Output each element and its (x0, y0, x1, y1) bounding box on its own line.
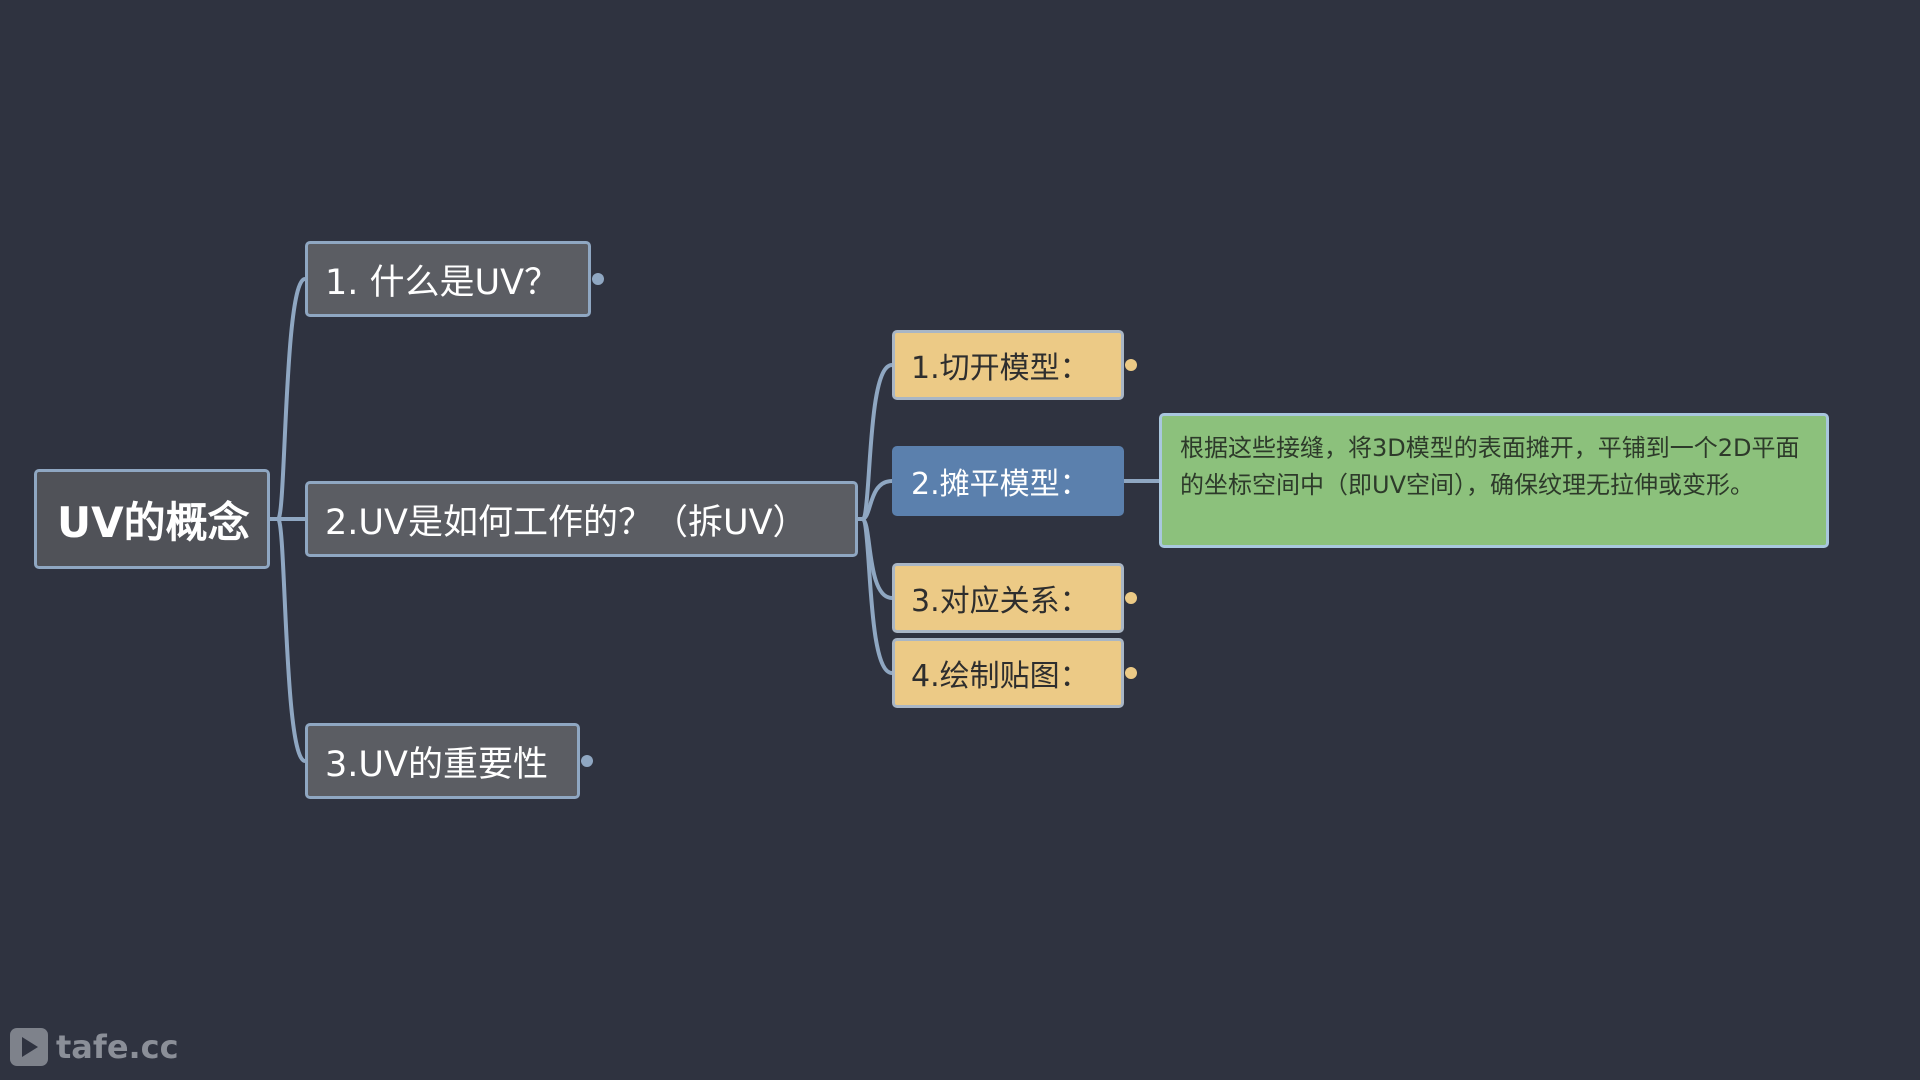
collapse-dot-imp[interactable] (581, 755, 593, 767)
topic-uv-importance-label: 3.UV的重要性 (325, 744, 548, 785)
topic-what-is-uv-label: 1. 什么是UV？ (325, 262, 560, 303)
collapse-dot-cut[interactable] (1125, 359, 1137, 371)
topic-how-uv-works-label: 2.UV是如何工作的？（拆UV） (325, 502, 808, 543)
subtopic-correspondence[interactable]: 3.对应关系： (892, 563, 1124, 633)
collapse-dot-what[interactable] (592, 273, 604, 285)
connector-how-map (858, 517, 893, 600)
play-logo-icon (10, 1028, 48, 1066)
topic-how-uv-works[interactable]: 2.UV是如何工作的？（拆UV） (305, 481, 858, 557)
subtopic-cut-model-label: 1.切开模型： (911, 351, 1090, 386)
topic-what-is-uv[interactable]: 1. 什么是UV？ (305, 241, 591, 317)
note-flatten-description-text: 根据这些接缝，将3D模型的表面摊开，平铺到一个2D平面的坐标空间中（即UV空间）… (1180, 434, 1800, 499)
root-topic[interactable]: UV的概念 (34, 469, 270, 569)
subtopic-paint-texture-label: 4.绘制贴图： (911, 659, 1090, 694)
subtopic-flatten-model[interactable]: 2.摊平模型： (892, 446, 1124, 516)
collapse-dot-map[interactable] (1125, 592, 1137, 604)
topic-uv-importance[interactable]: 3.UV的重要性 (305, 723, 580, 799)
subtopic-paint-texture[interactable]: 4.绘制贴图： (892, 638, 1124, 708)
note-flatten-description[interactable]: 根据这些接缝，将3D模型的表面摊开，平铺到一个2D平面的坐标空间中（即UV空间）… (1159, 413, 1829, 548)
root-topic-label: UV的概念 (57, 497, 250, 547)
connector-root-imp (270, 517, 307, 763)
connector-how-flat (858, 479, 893, 521)
connector-how-paint (858, 517, 893, 675)
watermark-text: tafe.cc (56, 1028, 179, 1066)
subtopic-flatten-model-label: 2.摊平模型： (911, 467, 1090, 502)
collapse-dot-paint[interactable] (1125, 667, 1137, 679)
subtopic-correspondence-label: 3.对应关系： (911, 584, 1090, 619)
watermark: tafe.cc (10, 1028, 179, 1066)
connector-root-what (270, 277, 307, 521)
subtopic-cut-model[interactable]: 1.切开模型： (892, 330, 1124, 400)
